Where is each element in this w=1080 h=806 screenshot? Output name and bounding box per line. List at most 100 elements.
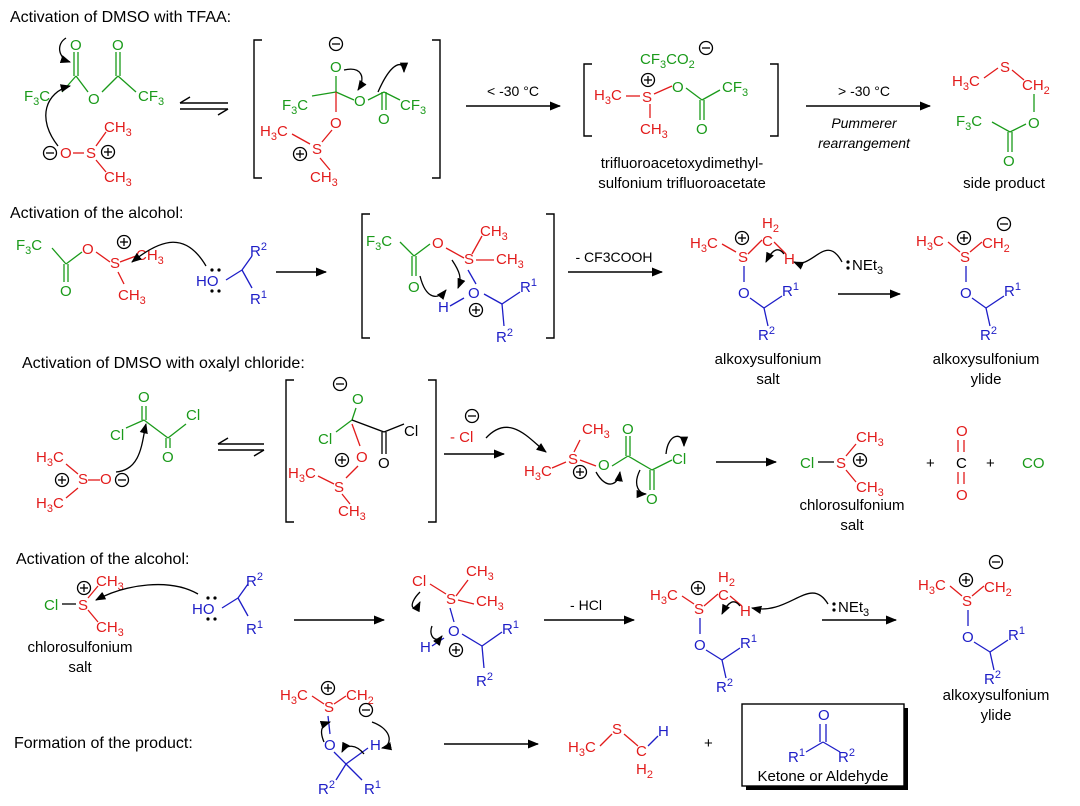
alkoxysulfonium-ylide-1: H3C S CH2 O R1 R2	[916, 216, 1021, 344]
svg-text:O: O	[468, 285, 480, 302]
svg-text:O: O	[82, 241, 94, 258]
section-title-alcohol-activation-2: Activation of the alcohol:	[16, 551, 189, 568]
svg-text:Cl: Cl	[318, 431, 332, 448]
svg-text:S: S	[642, 89, 652, 106]
svg-text:R2: R2	[246, 571, 263, 590]
svg-text:R1: R1	[246, 619, 263, 638]
svg-text:H3C: H3C	[952, 73, 980, 93]
svg-text:H3C: H3C	[280, 687, 308, 707]
svg-text:Cl: Cl	[412, 573, 426, 590]
caption-tfa-salt-line1: trifluoroacetoxydimethyl-	[601, 155, 764, 172]
svg-text:Cl: Cl	[186, 407, 200, 424]
plus-sign-1: +	[926, 455, 935, 472]
svg-text:CH3: CH3	[104, 169, 132, 189]
condition-high-temp: > -30 °C	[838, 83, 890, 99]
dmso-molecule-2: H3C S O H3C	[36, 449, 130, 515]
svg-text:H3C: H3C	[36, 495, 64, 515]
svg-text:O: O	[960, 285, 972, 302]
svg-text:C: C	[762, 233, 773, 250]
caption-alkoxy-salt-line2: salt	[756, 371, 780, 388]
svg-text:H: H	[420, 639, 431, 656]
svg-text:O: O	[598, 457, 610, 474]
svg-text:Cl: Cl	[800, 455, 814, 472]
svg-text:F3C: F3C	[16, 237, 42, 257]
svg-text:O: O	[448, 623, 460, 640]
svg-text:CH3: CH3	[96, 619, 124, 639]
leaving-chloride: - Cl	[450, 429, 473, 446]
caption-ketone: Ketone or Aldehyde	[758, 768, 889, 785]
svg-text:O: O	[646, 491, 658, 508]
plus-sign-3: +	[704, 735, 713, 752]
svg-text:O: O	[962, 629, 974, 646]
svg-text:CH3: CH3	[118, 287, 146, 307]
svg-text:S: S	[324, 699, 334, 716]
svg-text:H: H	[784, 251, 795, 268]
svg-text:CH3: CH3	[856, 479, 884, 499]
svg-text:Cl: Cl	[404, 423, 418, 440]
chlorooxalylsulfonium-intermediate: CH3 S H3C O O Cl O	[524, 421, 686, 508]
alkoxysulfonium-salt-2: H3C S H2 C H O R1 R2	[650, 569, 757, 696]
cf3cooh-label: - CF3COOH	[576, 249, 653, 265]
svg-text:H3C: H3C	[36, 449, 64, 469]
svg-text:CF3: CF3	[138, 88, 164, 108]
svg-text:H3C: H3C	[524, 463, 552, 483]
svg-text:CH2: CH2	[982, 235, 1010, 255]
triethylamine-2: NEt3	[832, 599, 869, 619]
svg-text:R1: R1	[1008, 625, 1025, 644]
caption-alkoxy-ylide2-line2: ylide	[981, 707, 1012, 724]
chlorosulfonium-salt-1: Cl S CH3 CH3	[800, 429, 884, 499]
svg-text:R2: R2	[318, 779, 335, 798]
dmso-molecule-1: O S CH3 CH3	[42, 119, 132, 189]
svg-text:CH3: CH3	[96, 573, 124, 593]
svg-text:R2: R2	[758, 325, 775, 344]
svg-text:CH3: CH3	[496, 251, 524, 271]
caption-tfa-salt-line2: sulfonium trifluoroacetate	[598, 175, 766, 192]
condition-minus-cf3cooh: - CF3COOH	[576, 249, 653, 265]
condition-rearrangement: rearrangement	[818, 135, 911, 151]
svg-text:S: S	[446, 591, 456, 608]
svg-text:S: S	[612, 721, 622, 738]
svg-text:O: O	[818, 707, 830, 724]
svg-text:H2: H2	[636, 761, 653, 781]
condition-pummerer: Pummerer	[831, 115, 898, 131]
svg-text:CH2: CH2	[1022, 77, 1050, 97]
tfaa-molecule: F3C O O O CF3	[24, 37, 164, 108]
svg-text:CH3: CH3	[136, 247, 164, 267]
caption-alkoxy-ylide2-line1: alkoxysulfonium	[943, 687, 1050, 704]
svg-text:CH3: CH3	[310, 169, 338, 189]
svg-text:R1: R1	[364, 779, 381, 798]
trifluoroacetoxysulfonium-salt: CF3CO2 H3C S CH3 O O CF3	[594, 40, 748, 141]
svg-text:CF3: CF3	[722, 79, 748, 99]
svg-text:H2: H2	[762, 215, 779, 235]
svg-text:O: O	[1003, 153, 1015, 170]
svg-text:H3C: H3C	[594, 87, 622, 107]
caption-alkoxy-salt-line1: alkoxysulfonium	[715, 351, 822, 368]
dimethyl-sulfide-product: H3C S C H2 H	[568, 721, 669, 781]
svg-text:F3C: F3C	[24, 88, 50, 108]
svg-text:O: O	[356, 449, 368, 466]
svg-text:C: C	[956, 455, 967, 472]
svg-text:R1: R1	[502, 619, 519, 638]
caption-side-product: side product	[963, 175, 1046, 192]
svg-text:H3C: H3C	[288, 465, 316, 485]
svg-text:S: S	[694, 601, 704, 618]
svg-text:O: O	[60, 145, 72, 162]
caption-chloro-salt2-line1: chlorosulfonium	[27, 639, 132, 656]
svg-text:C: C	[636, 743, 647, 760]
svg-text:O: O	[408, 279, 420, 296]
condition-minus-hcl: - HCl	[570, 597, 602, 613]
tfa-sulfonium-reactant: F3C O O S CH3 CH3	[16, 234, 164, 307]
tetrahedral-intermediate-1: O F3C O O CF3 O H3C S CH3	[260, 36, 426, 189]
svg-text:H3C: H3C	[568, 739, 596, 759]
alcohol-adduct-intermediate-2: Cl S CH3 CH3 O H R1 R2	[412, 563, 519, 690]
svg-text:CH2: CH2	[346, 687, 374, 707]
alkoxysulfonium-ylide-2: H3C S CH2 O R1 R2	[918, 554, 1025, 688]
svg-text:CH3: CH3	[480, 223, 508, 243]
svg-text:S: S	[86, 145, 96, 162]
svg-text:O: O	[352, 391, 364, 408]
svg-text:O: O	[378, 111, 390, 128]
svg-text:O: O	[60, 283, 72, 300]
svg-text:R2: R2	[476, 671, 493, 690]
section-title-alcohol-activation: Activation of the alcohol:	[10, 205, 183, 222]
